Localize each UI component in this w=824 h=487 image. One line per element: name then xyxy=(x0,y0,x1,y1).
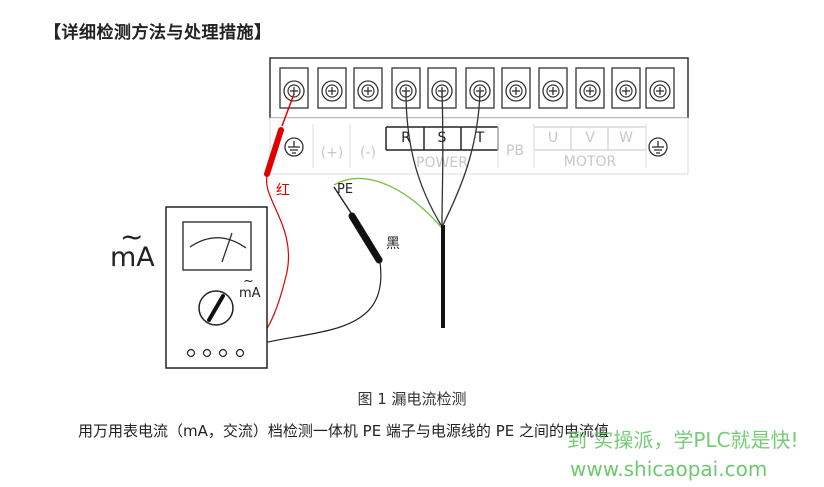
black-label: 黑 xyxy=(386,236,400,252)
black-probe: PE 黑 xyxy=(227,182,400,366)
watermark-slogan: 到 实操派，学PLC就是快! xyxy=(567,428,799,452)
black-probe-tip xyxy=(333,186,352,214)
selector-pointer xyxy=(207,294,225,322)
dial-unit: mA xyxy=(239,286,261,301)
terminal-screw-7 xyxy=(501,67,531,109)
jack-3 xyxy=(218,348,228,358)
terminal-block xyxy=(269,57,689,175)
label-pb: PB xyxy=(506,143,524,159)
terminal-screw-5 xyxy=(427,67,457,109)
terminal-screw-2 xyxy=(317,67,347,109)
section-heading: 【详细检测方法与处理措施】 xyxy=(44,23,272,43)
terminal-screw-9 xyxy=(575,67,605,109)
terminal-screws xyxy=(279,67,675,109)
display-needle xyxy=(221,232,233,263)
label-plus: (+) xyxy=(321,145,344,161)
jack-2 xyxy=(202,348,212,358)
terminal-screw-10 xyxy=(611,67,641,109)
dial-unit-tilde: ~ xyxy=(243,274,254,289)
display-scale-arc xyxy=(189,237,247,249)
watermark-url: www.shicaopai.com xyxy=(570,457,768,481)
label-separators xyxy=(312,124,647,168)
big-unit-tilde: ~ xyxy=(120,220,143,253)
pe-label: PE xyxy=(337,182,353,197)
label-minus: (-) xyxy=(360,145,376,161)
multimeter-display xyxy=(182,221,252,271)
red-probe: 红 xyxy=(240,93,295,353)
label-u: U xyxy=(548,130,558,146)
label-t: T xyxy=(475,130,485,146)
ground-symbol-left xyxy=(284,137,304,157)
figure-title: 图 1 漏电流检测 xyxy=(357,390,467,408)
terminal-screw-1 xyxy=(279,67,309,109)
power-cable xyxy=(333,91,481,328)
wire-t xyxy=(442,91,481,226)
red-probe-handle xyxy=(264,127,284,177)
label-v: V xyxy=(585,130,595,146)
label-w: W xyxy=(619,130,633,146)
wire-pe-green xyxy=(333,177,443,229)
wire-r xyxy=(405,91,442,226)
terminal-screw-11 xyxy=(645,67,675,109)
red-label: 红 xyxy=(276,183,290,199)
jack-1 xyxy=(186,348,196,358)
wire-s xyxy=(441,91,444,226)
figure-description: 用万用表电流（mA，交流）档检测一体机 PE 端子与电源线的 PE 之间的电流值 xyxy=(78,422,609,440)
black-probe-handle xyxy=(348,212,383,264)
big-unit: mA xyxy=(110,242,155,273)
multimeter: ~ mA ~ mA xyxy=(110,206,268,369)
jack-4 xyxy=(235,348,245,358)
terminal-screw-3 xyxy=(353,67,383,109)
ground-symbol-right xyxy=(648,137,668,157)
label-s: S xyxy=(438,130,447,146)
label-r: R xyxy=(401,130,411,146)
terminal-screw-8 xyxy=(538,67,568,109)
red-probe-tip xyxy=(281,93,295,127)
label-motor: MOTOR xyxy=(564,154,617,170)
